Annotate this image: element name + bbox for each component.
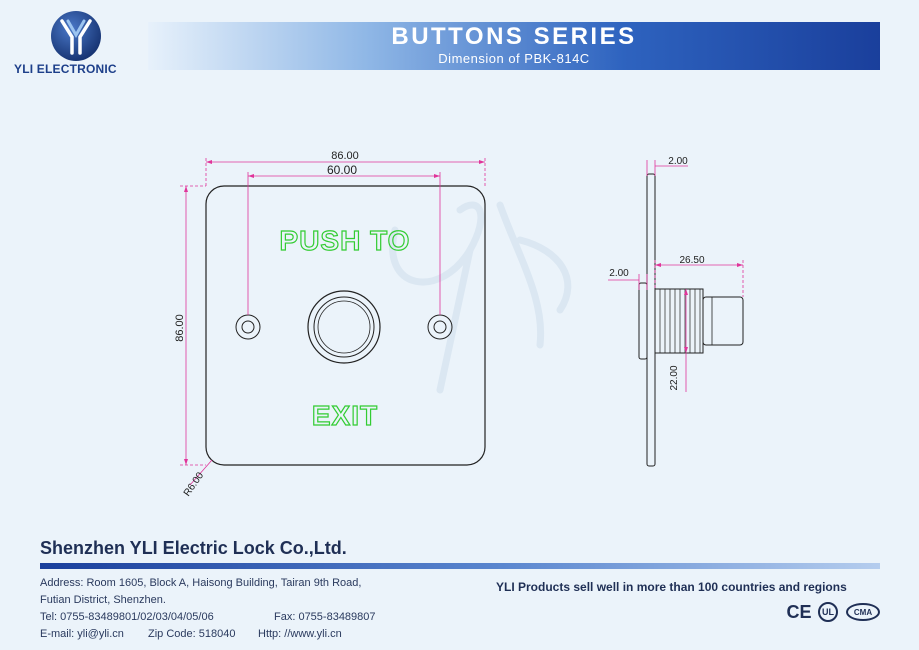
- thread-body: [654, 288, 704, 354]
- address-line-1: Address: Room 1605, Block A, Haisong Bui…: [40, 577, 362, 589]
- fax: Fax: 0755-83489807: [274, 611, 376, 623]
- page-title: BUTTONS SERIES: [391, 23, 637, 50]
- telephone: Tel: 0755-83489801/02/03/04/05/06: [40, 611, 214, 623]
- front-plate: [205, 185, 486, 466]
- dim-hole-spacing: 60.00: [327, 163, 357, 177]
- website: Http: //www.yli.cn: [258, 628, 342, 640]
- mount-hole-right: [427, 314, 453, 340]
- dim-thread-diameter: 22.00: [669, 365, 680, 390]
- side-plate: [646, 173, 656, 467]
- slogan: YLI Products sell well in more than 100 …: [496, 580, 847, 594]
- watermark-icon: [389, 201, 572, 394]
- dim-radius: R6.00: [182, 470, 207, 499]
- technical-drawing: PUSH TO EXIT 86.00 60.00 86.00 R6.00: [174, 150, 744, 499]
- email: E-mail: yli@yli.cn: [40, 628, 124, 640]
- label-push-to: PUSH TO: [280, 225, 411, 256]
- side-view: 2.00 2.00 26.50 22.00: [608, 156, 744, 467]
- address-line-2: Futian District, Shenzhen.: [40, 594, 166, 606]
- ce-mark-icon: CE: [786, 601, 812, 622]
- ul-mark-icon: UL: [818, 602, 838, 622]
- push-button: [307, 290, 381, 364]
- dim-nut-thickness: 2.00: [609, 268, 629, 279]
- mount-hole-left: [235, 314, 261, 340]
- page-subtitle: Dimension of PBK-814C: [438, 51, 590, 66]
- header-banner: BUTTONS SERIES Dimension of PBK-814C: [148, 22, 880, 70]
- terminal-block: [702, 296, 744, 346]
- logo-text: YLI ELECTRONIC: [14, 62, 117, 76]
- dim-width: 86.00: [331, 150, 359, 162]
- company-name: Shenzhen YLI Electric Lock Co.,Ltd.: [40, 538, 347, 558]
- dim-body-length: 26.50: [679, 255, 704, 266]
- footer-divider: [40, 563, 880, 569]
- zip-code: Zip Code: 518040: [148, 628, 236, 640]
- yli-logo-icon: [51, 11, 101, 61]
- cma-mark-icon: CMA: [846, 603, 880, 621]
- side-nut: [638, 282, 648, 360]
- dim-height: 86.00: [174, 314, 186, 342]
- dim-plate-thickness: 2.00: [668, 156, 688, 167]
- front-view: PUSH TO EXIT 86.00 60.00 86.00 R6.00: [174, 150, 486, 499]
- label-exit: EXIT: [312, 400, 378, 431]
